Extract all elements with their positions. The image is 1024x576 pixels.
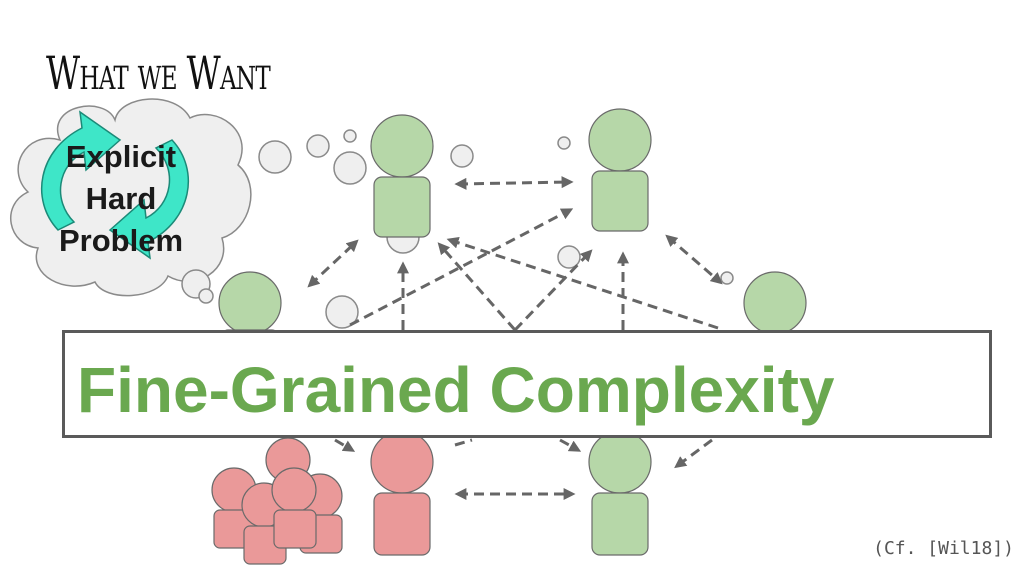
thought-line: Hard bbox=[85, 181, 157, 216]
person-icon bbox=[370, 430, 434, 556]
interaction-arrows bbox=[307, 176, 723, 500]
person-icon bbox=[370, 114, 434, 238]
thought-bubble-text: Explicit Hard Problem bbox=[46, 136, 196, 262]
cycle-arrows-icon bbox=[41, 110, 189, 260]
citation: (Cf. [Wil18]) bbox=[873, 538, 1014, 559]
crowd-icon bbox=[211, 437, 343, 565]
banner-box: Fine-Grained Complexity bbox=[62, 330, 992, 438]
banner-title: Fine-Grained Complexity bbox=[77, 354, 835, 426]
slide-title: What we Want bbox=[46, 46, 271, 100]
person-icon bbox=[588, 108, 652, 232]
person-icon bbox=[588, 430, 652, 556]
thought-line: Explicit bbox=[65, 139, 177, 174]
thought-line: Problem bbox=[58, 223, 184, 258]
person-icon bbox=[743, 271, 807, 335]
